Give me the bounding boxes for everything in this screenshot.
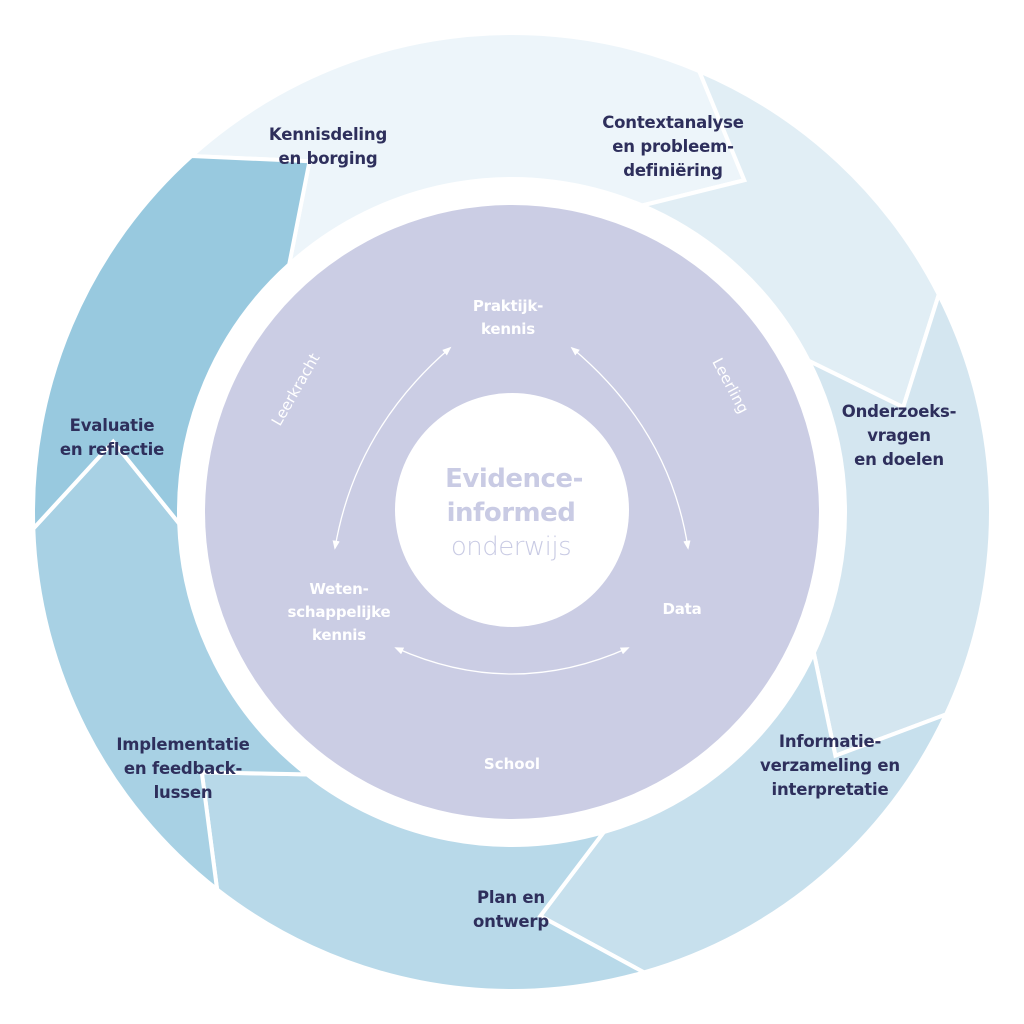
step-kennisdeling-line1: Kennisdeling [269,125,387,144]
step-evaluatie-line1: Evaluatie [70,416,155,435]
center-title-line3: onderwijs [451,532,571,562]
outer-cycle-ring [31,31,993,993]
step-plan-line2: ontwerp [473,912,549,931]
step-vragen-line1: Onderzoeks- [842,402,956,421]
step-label-vragen: Onderzoeks- vragen en doelen [842,402,957,469]
arrow-praktijk-wetenschap [332,346,452,550]
step-label-kennisdeling: Kennisdeling en borging [269,125,387,168]
center-title-line1: Evidence- [445,464,583,494]
step-context-line3: definiëring [623,161,723,180]
step-vragen-line2: vragen [867,426,931,445]
knowledge-source-data: Data [662,600,701,618]
arrow-wetenschap-data [394,647,630,675]
center-circle [395,393,629,627]
step-evaluatie-line2: en reflectie [60,440,164,459]
step-implementatie-line2: en feedback- [124,759,242,778]
wetenschap-line2: schappelijke [287,603,390,621]
cycle-step-kennisdeling [31,153,312,534]
step-plan-line1: Plan en [477,888,545,907]
arrow-praktijk-data [570,346,691,550]
step-implementatie-line3: lussen [154,783,213,802]
step-context-line2: en probleem- [612,137,733,156]
step-informatie-line3: interpretatie [772,780,889,799]
step-label-implementatie: Implementatie en feedback- lussen [116,735,249,802]
knowledge-arrows [332,346,691,675]
center-title-line2: informed [447,498,576,528]
step-label-context: Contextanalyse en probleem- definiëring [602,113,744,180]
step-implementatie-line1: Implementatie [116,735,249,754]
step-informatie-line2: verzameling en [760,756,900,775]
data-label: Data [662,600,701,618]
step-label-informatie: Informatie- verzameling en interpretatie [760,732,900,799]
wetenschap-line1: Weten- [309,580,368,598]
knowledge-source-wetenschap: Weten- schappelijke kennis [287,580,390,644]
praktijk-line1: Praktijk- [473,297,543,315]
step-label-evaluatie: Evaluatie en reflectie [60,416,164,459]
praktijk-line2: kennis [481,320,535,338]
step-label-plan: Plan en ontwerp [473,888,550,931]
step-vragen-line3: en doelen [854,450,944,469]
step-kennisdeling-line2: en borging [279,149,378,168]
knowledge-source-praktijk: Praktijk- kennis [473,297,544,338]
center-title: Evidence- informed onderwijs [445,464,583,562]
role-school: School [484,755,540,773]
wetenschap-line3: kennis [312,626,366,644]
step-context-line1: Contextanalyse [602,113,743,132]
step-informatie-line1: Informatie- [779,732,881,751]
